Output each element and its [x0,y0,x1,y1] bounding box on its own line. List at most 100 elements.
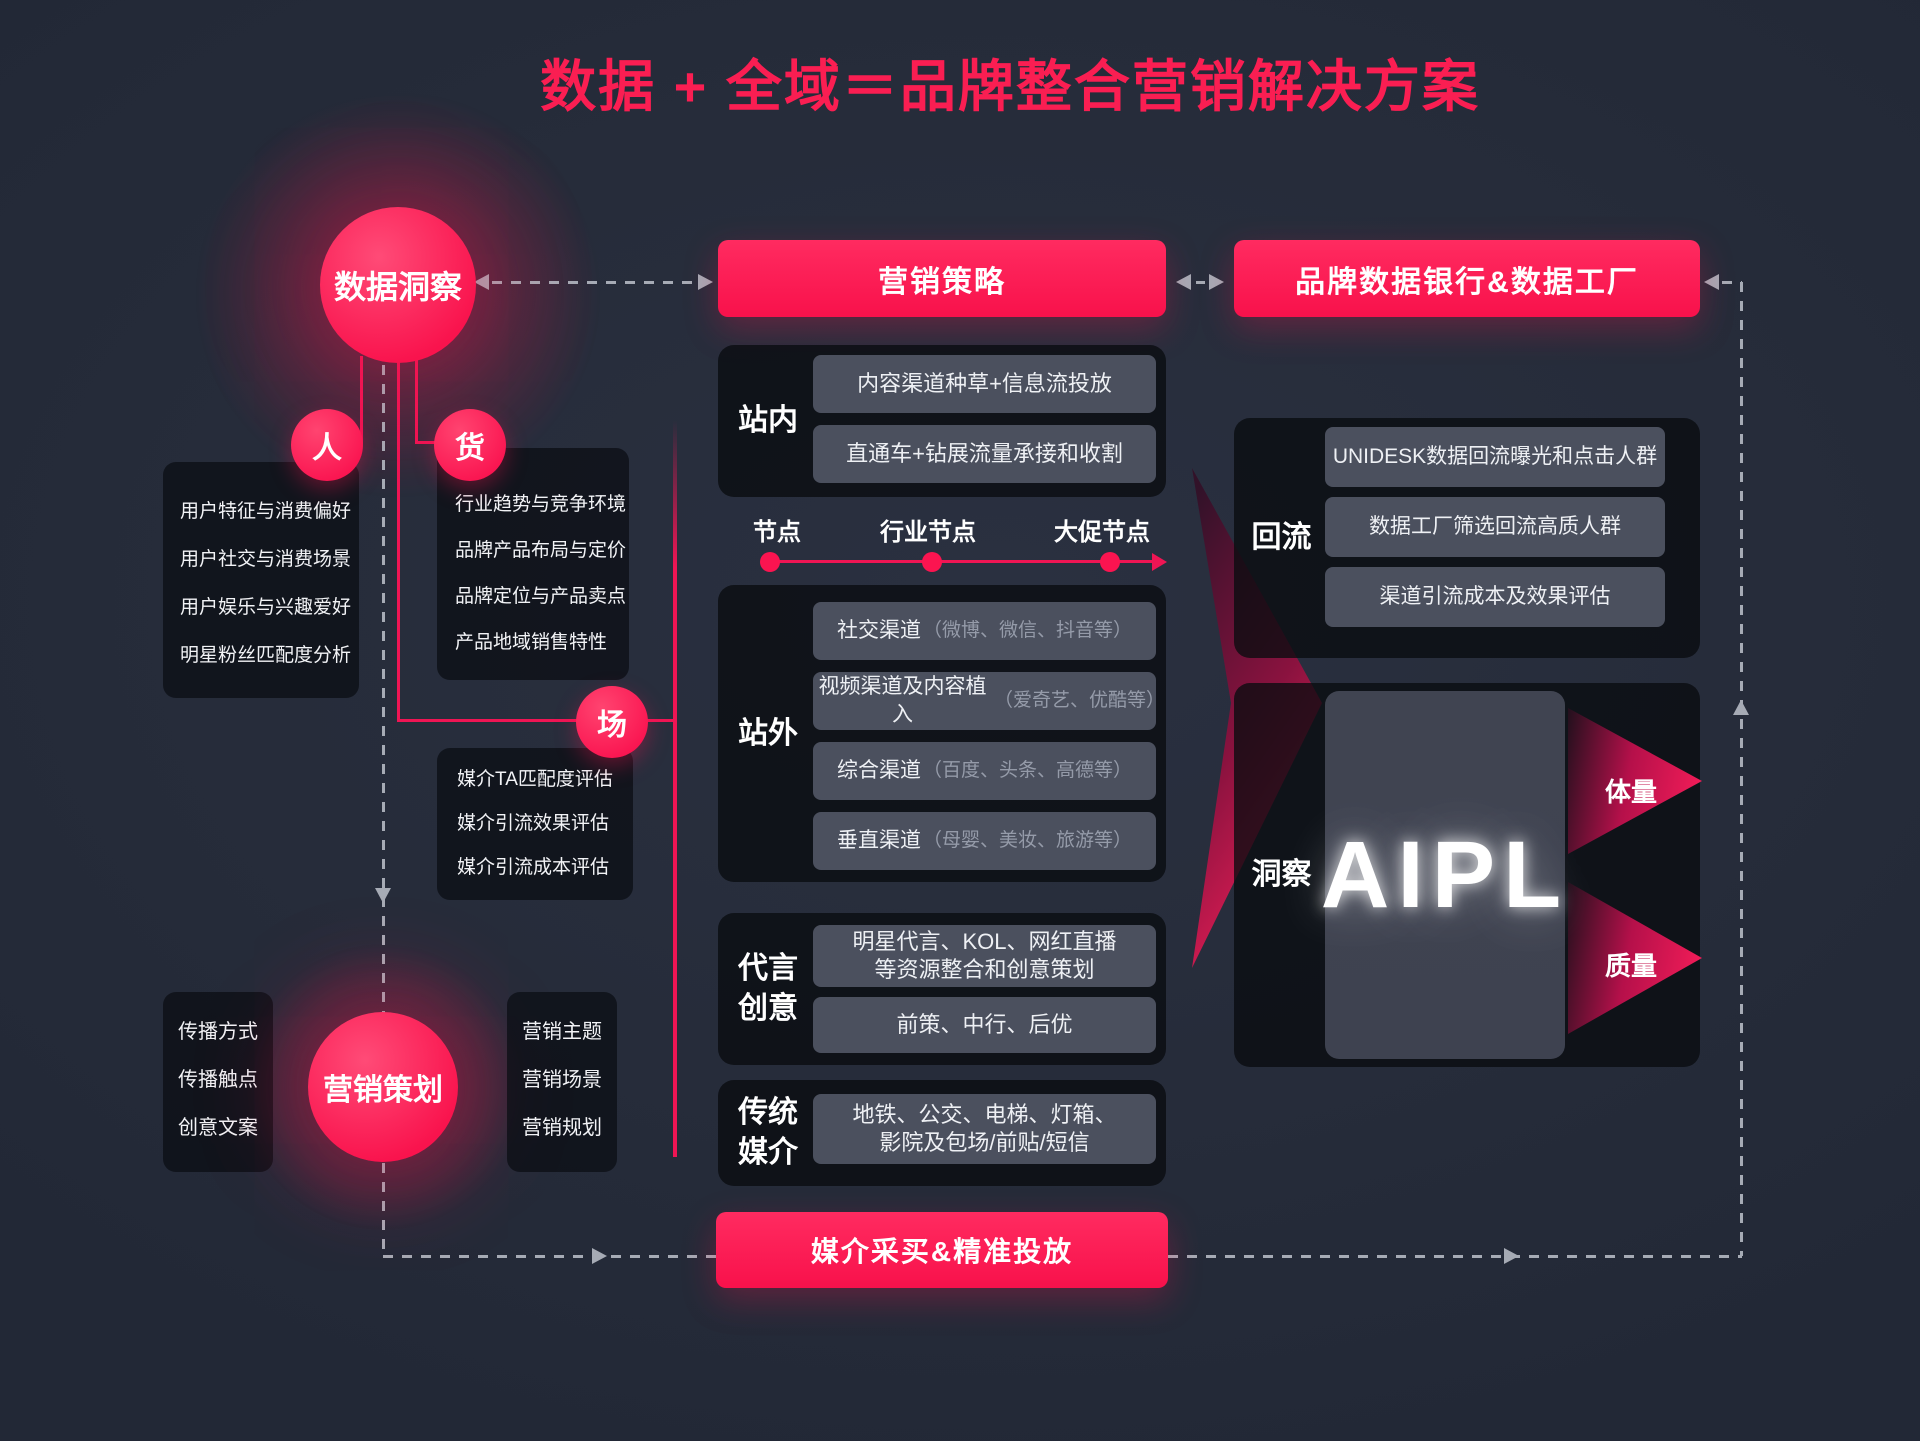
row-text: 综合渠道 [836,759,921,782]
endorsement-label: 代言 创意 [738,952,798,1025]
endorsement-section: 代言 创意 明星代言、KOL、网红直播 等资源整合和创意策划 前策、中行、后优 [718,913,1166,1065]
arrow-right-icon [1504,1248,1519,1264]
onsite-label: 站内 [738,404,798,437]
list-item: 媒介引流成本评估 [457,857,610,878]
data-bank-label: 品牌数据银行&数据工厂 [1295,265,1639,299]
people-badge: 人 [291,409,363,481]
list-item: 明星粉丝匹配度分析 [180,645,352,666]
dashed-insight-strategy [492,281,694,284]
row-note: （爱奇艺、优酷等） [994,690,1166,711]
reflux-section: 回流 UNIDESK数据回流曝光和点击人群 数据工厂筛选回流高质人群 渠道引流成… [1234,418,1700,658]
endorsement-row: 明星代言、KOL、网红直播 等资源整合和创意策划 [813,925,1156,987]
spread-list-box: 传播方式 传播触点 创意文案 [163,992,273,1172]
reflux-row: 渠道引流成本及效果评估 [1325,567,1665,627]
arrow-up-icon [1733,700,1749,715]
timeline-node-label: 行业节点 [880,519,976,546]
goods-badge-label: 货 [455,432,485,465]
arrow-down-icon [375,888,391,903]
media-list-box: 媒介TA匹配度评估 媒介引流效果评估 媒介引流成本评估 [437,748,633,900]
row-text: 数据工厂筛选回流高质人群 [1369,515,1621,538]
list-item: 用户社交与消费场景 [180,549,352,570]
strategy-bracket-line [673,420,677,1157]
list-item: 营销主题 [522,1021,602,1043]
people-list-box: 用户特征与消费偏好 用户社交与消费场景 用户娱乐与兴趣爱好 明星粉丝匹配度分析 [163,462,359,698]
media-badge-label: 场 [597,709,627,742]
traditional-label: 传统 媒介 [738,1096,798,1169]
onsite-section: 站内 内容渠道种草+信息流投放 直通车+钻展流量承接和收割 [718,345,1166,497]
onsite-row: 直通车+钻展流量承接和收割 [813,425,1156,483]
arrow-left-icon [1704,274,1719,290]
traditional-section: 传统 媒介 地铁、公交、电梯、灯箱、 影院及包场/前贴/短信 [718,1080,1166,1186]
connector-goods-line-h [415,441,441,444]
dashed-strategy-bank [1196,281,1205,284]
traditional-row: 地铁、公交、电梯、灯箱、 影院及包场/前贴/短信 [813,1094,1156,1164]
timeline-node-label: 大促节点 [1054,519,1150,546]
media-buying-button: 媒介采买&精准投放 [716,1212,1168,1288]
dashed-bottom-right [1168,1255,1742,1258]
dashed-loop-top [1722,281,1742,284]
marketing-strategy-button: 营销策略 [718,240,1166,317]
list-item: 媒介TA匹配度评估 [457,769,613,790]
list-item: 传播触点 [178,1069,258,1091]
arrow-right-icon [592,1248,607,1264]
list-item: 用户娱乐与兴趣爱好 [180,597,352,618]
row-note: （微博、微信、抖音等） [922,620,1132,641]
onsite-row: 内容渠道种草+信息流投放 [813,355,1156,413]
list-item: 品牌定位与产品卖点 [455,586,627,607]
arrow-left-icon [474,274,489,290]
aipl-section: 洞察 AIPL [1234,683,1700,1067]
list-item: 用户特征与消费偏好 [180,501,352,522]
row-text: 视频渠道及内容植入 [818,675,987,726]
arrow-left-icon [1176,274,1191,290]
timeline-dot [760,552,780,572]
goods-badge: 货 [434,409,506,481]
volume-label: 体量 [1604,777,1657,807]
offsite-section: 站外 社交渠道（微博、微信、抖音等） 视频渠道及内容植入 （爱奇艺、优酷等） 综合… [718,585,1166,882]
row-note: （母婴、美妆、旅游等） [922,830,1132,851]
row-text: 明星代言、KOL、网红直播 等资源整合和创意策划 [852,929,1117,982]
aipl-core-text: AIPL [1320,821,1570,928]
quality-label: 质量 [1604,951,1657,981]
people-badge-label: 人 [312,432,342,465]
offsite-label: 站外 [738,716,798,750]
connector-goods-line-v [415,356,418,442]
row-text: 前策、中行、后优 [896,1012,1073,1037]
row-text: 渠道引流成本及效果评估 [1379,585,1611,608]
marketing-planning-label: 营销策划 [323,1074,443,1107]
marketing-planning-circle: 营销策划 [308,1012,458,1162]
row-text: 直通车+钻展流量承接和收割 [846,441,1123,466]
connector-media-line-v [397,356,400,722]
connector-media-line-h [397,719,675,722]
row-note: （百度、头条、高德等） [922,760,1132,781]
reflux-row: 数据工厂筛选回流高质人群 [1325,497,1665,557]
row-text: 地铁、公交、电梯、灯箱、 影院及包场/前贴/短信 [852,1102,1117,1155]
offsite-row: 垂直渠道（母婴、美妆、旅游等） [813,812,1156,870]
data-bank-button: 品牌数据银行&数据工厂 [1234,240,1700,317]
connector-people-line [360,356,363,444]
marketing-strategy-label: 营销策略 [878,265,1006,299]
timeline-line [770,560,1152,563]
row-text: 内容渠道种草+信息流投放 [857,371,1112,396]
data-insight-label: 数据洞察 [333,269,462,305]
media-buying-label: 媒介采买&精准投放 [810,1236,1074,1267]
timeline-dot [922,552,942,572]
list-item: 传播方式 [178,1021,258,1043]
list-item: 媒介引流效果评估 [457,813,610,834]
theme-list-box: 营销主题 营销场景 营销规划 [507,992,617,1172]
reflux-label: 回流 [1251,521,1312,554]
list-item: 营销场景 [522,1069,602,1091]
goods-list-box: 行业趋势与竞争环境 品牌产品布局与定价 品牌定位与产品卖点 产品地域销售特性 [437,448,629,680]
dashed-insight-planning [382,365,385,1256]
media-badge: 场 [576,686,648,758]
row-text: UNIDESK数据回流曝光和点击人群 [1332,445,1658,468]
dashed-loop-right [1740,282,1743,1256]
timeline-node-label: 节点 [753,519,801,546]
page-title: 数据 + 全域＝品牌整合营销解决方案 [540,55,1480,118]
timeline-dot [1100,552,1120,572]
arrow-right-icon [698,274,713,290]
list-item: 创意文案 [178,1117,258,1139]
offsite-row: 社交渠道（微博、微信、抖音等） [813,602,1156,660]
aipl-core-panel: AIPL [1321,691,1565,1059]
list-item: 行业趋势与竞争环境 [455,494,627,515]
